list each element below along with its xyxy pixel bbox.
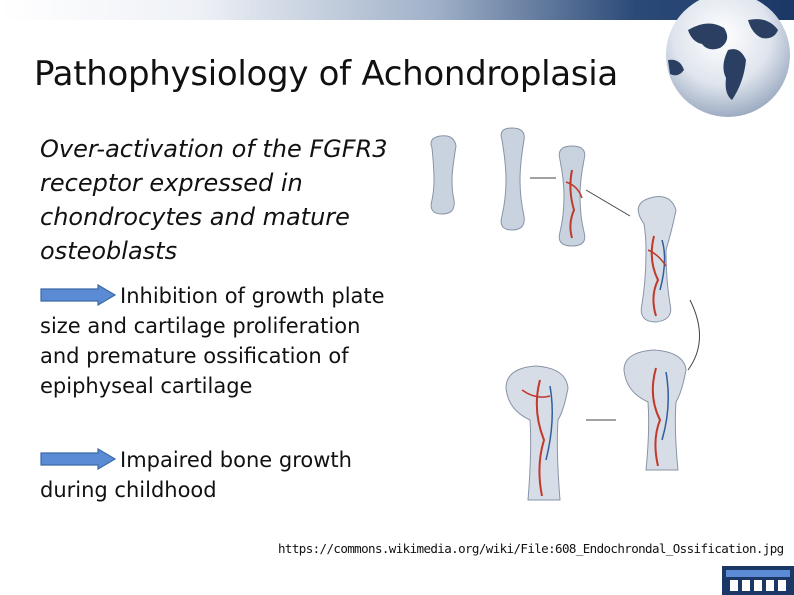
bullet-point: Impaired bone growth during childhood: [40, 445, 390, 505]
intro-text: Over-activation of the FGFR3 receptor ex…: [40, 135, 388, 265]
bullet-point: Inhibition of growth plate size and cart…: [40, 281, 390, 401]
globe-icon: [666, 0, 790, 117]
header-band: [0, 0, 794, 20]
image-credit: https://commons.wikimedia.org/wiki/File:…: [278, 541, 784, 556]
right-arrow-icon: [40, 448, 116, 470]
bullet-text: Impaired bone growth during childhood: [40, 448, 352, 502]
slide-title: Pathophysiology of Achondroplasia: [34, 54, 618, 94]
right-arrow-icon: [40, 284, 116, 306]
organization-logo: [722, 566, 794, 595]
ossification-diagram: [430, 127, 700, 501]
bullet-text: Inhibition of growth plate size and cart…: [40, 284, 385, 398]
slide-body: Over-activation of the FGFR3 receptor ex…: [40, 132, 390, 502]
